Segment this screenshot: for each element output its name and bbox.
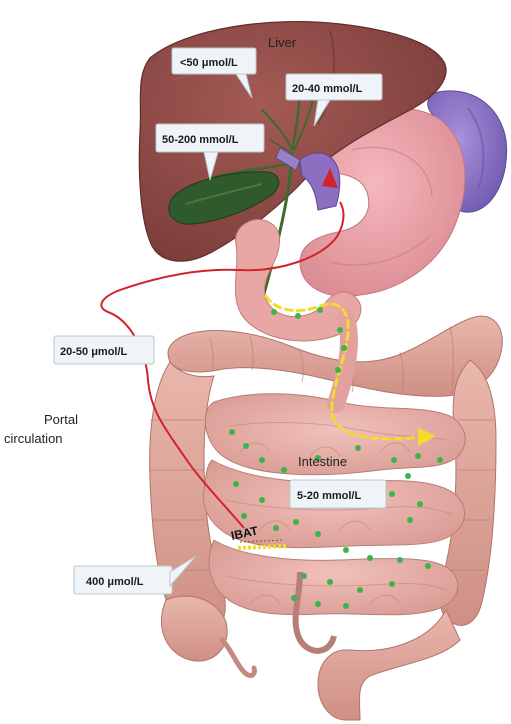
appendix <box>222 640 254 675</box>
intestine-label: Intestine <box>298 454 347 469</box>
callout-canalicular-text: 20-40 mmol/L <box>292 83 363 95</box>
callout-intestinal: 5-20 mmol/L <box>290 480 386 508</box>
callout-intestinal-text: 5-20 mmol/L <box>297 490 361 502</box>
callout-portal: 20-50 μmol/L <box>54 336 154 364</box>
callout-hepatocyte-text: <50 μmol/L <box>180 57 238 69</box>
liver-label: Liver <box>268 35 297 50</box>
callout-gallbladder-text: 50-200 mmol/L <box>162 134 239 146</box>
callout-portal-text: 20-50 μmol/L <box>60 346 128 358</box>
portal-label-line1: Portal <box>44 412 78 427</box>
portal-label-line2: circulation <box>4 431 63 446</box>
callout-ileal-text: 400 μmol/L <box>86 576 144 588</box>
